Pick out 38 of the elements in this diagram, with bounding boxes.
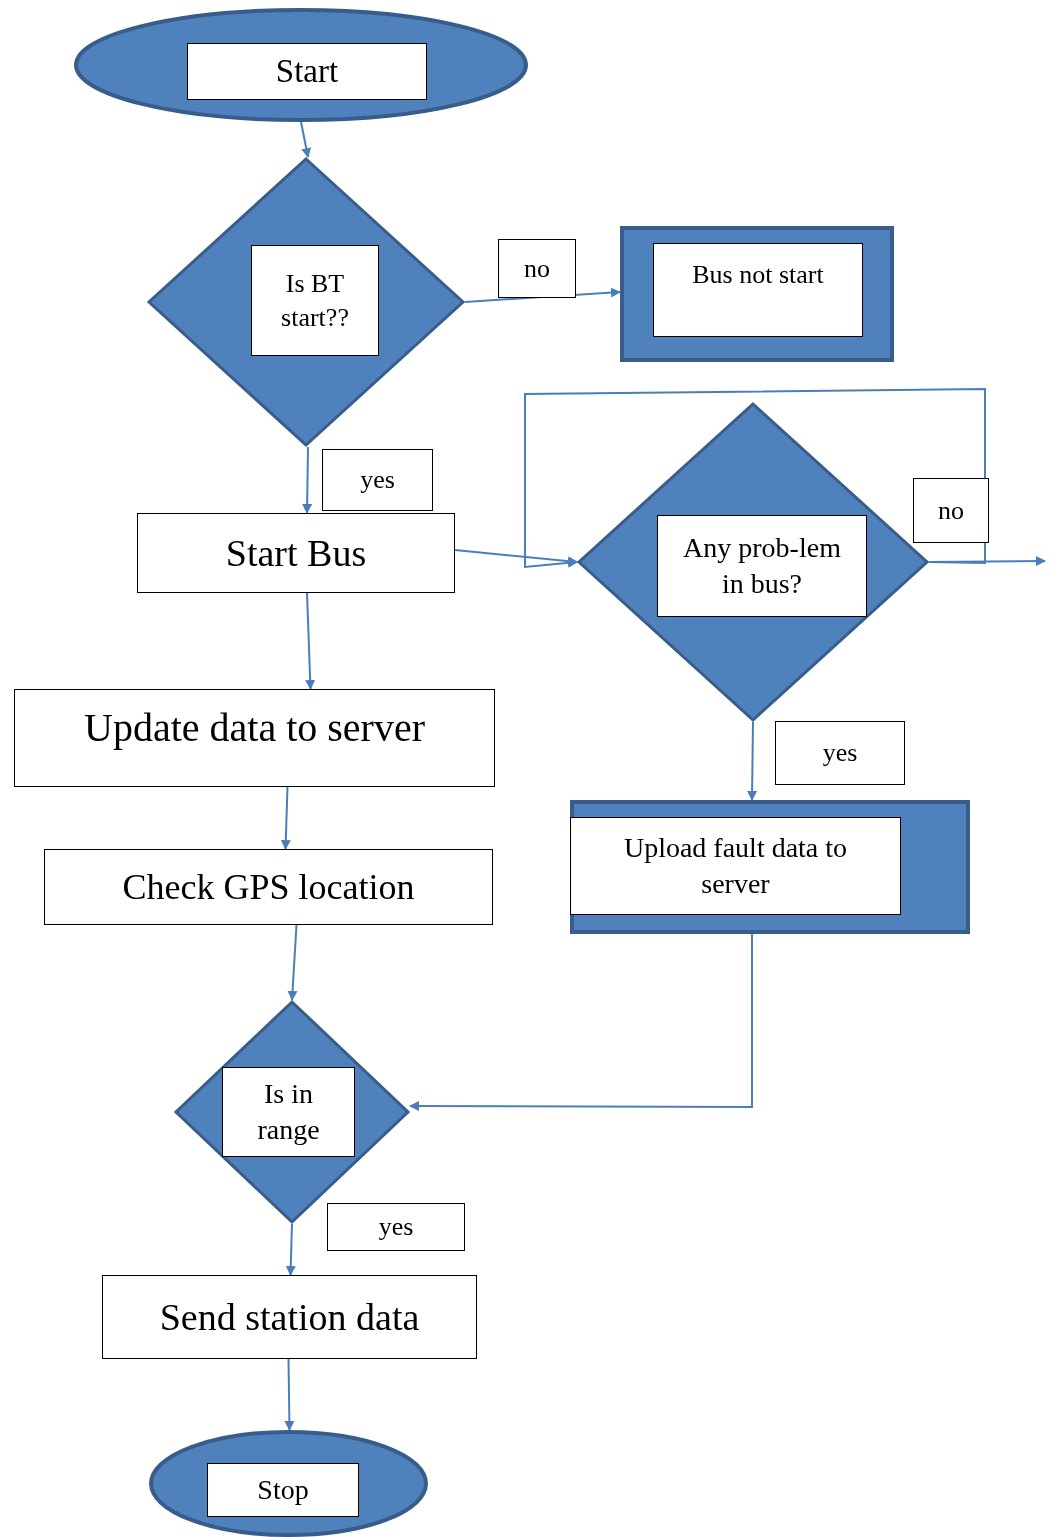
arrow [409, 933, 753, 1112]
node-text: Is in range [256, 1076, 321, 1147]
arrow [305, 592, 316, 690]
node-text: Bus not start [692, 259, 824, 291]
edge-label: yes [327, 1203, 465, 1251]
edge-label: yes [775, 721, 905, 785]
arrow [928, 556, 1046, 567]
node-text: Stop [257, 1472, 309, 1507]
node-text: Is BT start?? [280, 267, 350, 334]
process-box [44, 849, 493, 925]
node-text: Start [275, 52, 339, 92]
process-box [102, 1275, 477, 1359]
arrow [280, 786, 291, 850]
node-text: Start Bus [225, 531, 367, 575]
terminal-ellipse [149, 1430, 428, 1537]
arrow [524, 388, 986, 569]
node-text: Any prob-lem in bus? [682, 530, 842, 601]
arrow [284, 1358, 295, 1431]
process-box [137, 513, 455, 593]
arrow [747, 721, 758, 801]
decision-diamond [577, 402, 929, 722]
process-box [570, 800, 970, 934]
node-text: Upload fault data to server [622, 830, 849, 901]
node-text: Update data to server [84, 703, 425, 751]
arrow [302, 446, 313, 514]
process-box [620, 226, 894, 362]
terminal-ellipse [74, 8, 528, 122]
arrow [285, 1223, 296, 1276]
node-text: Send station data [159, 1295, 420, 1339]
node-text: Check GPS location [122, 866, 415, 908]
edge-label: no [498, 239, 576, 298]
edge-label: no [913, 478, 989, 543]
process-box [14, 689, 495, 787]
arrow [287, 924, 298, 1001]
arrow [300, 121, 312, 158]
decision-diamond [174, 1000, 410, 1224]
edge-label: yes [322, 449, 433, 511]
decision-diamond [147, 157, 465, 447]
